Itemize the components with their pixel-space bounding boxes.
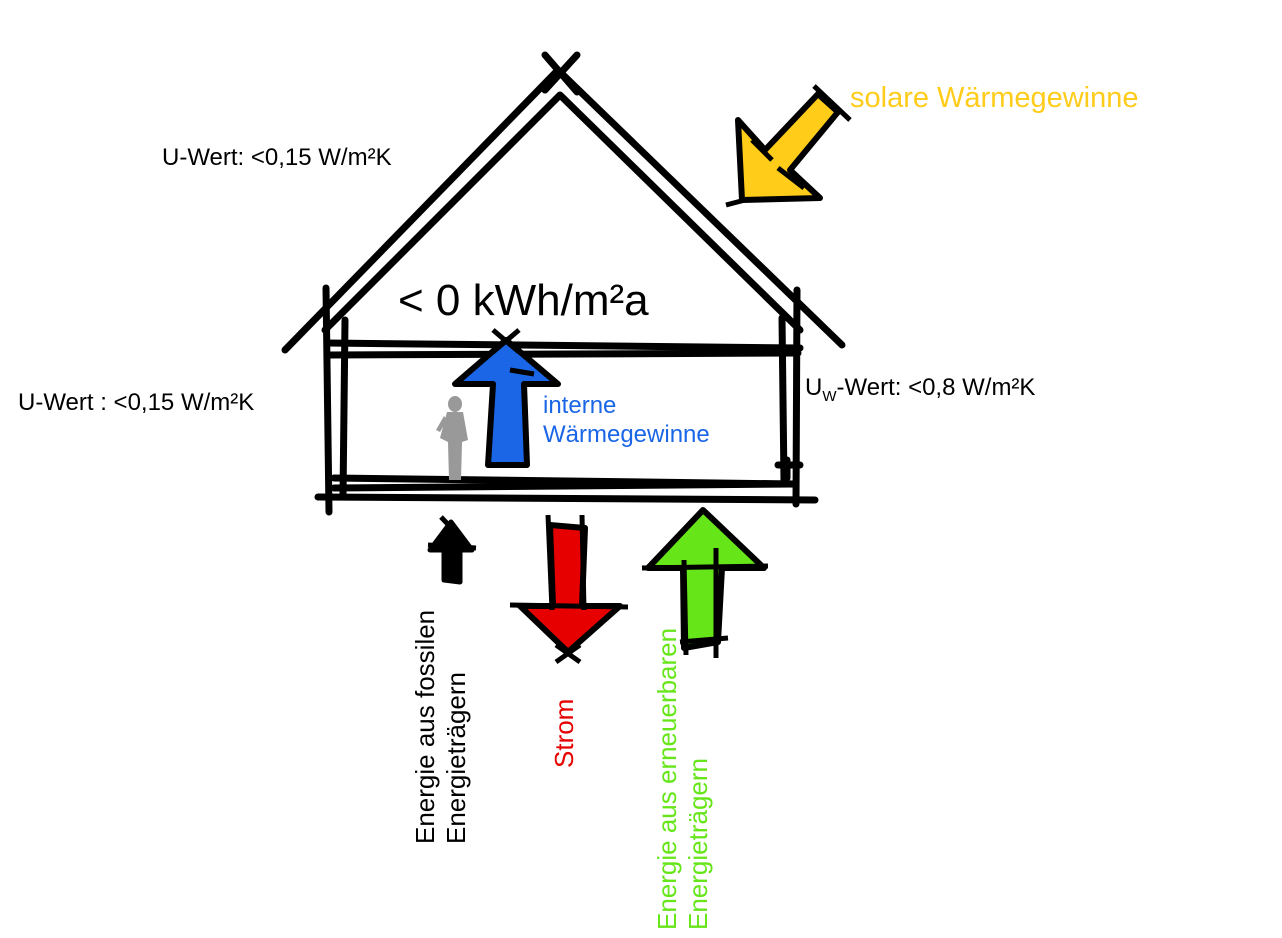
fossil-energy-label: Energie aus fossilen Energieträgern [410, 610, 471, 844]
energy-demand-label: < 0 kWh/m²a [398, 276, 649, 325]
fossil-label-line2: Energieträgern [440, 672, 471, 844]
internal-gains-arrow-icon [452, 328, 561, 468]
renewable-energy-arrow-icon [641, 507, 769, 658]
roof-u-value-label: U-Wert: <0,15 W/m²K [162, 144, 392, 171]
internal-gains-line1: interne [543, 392, 617, 419]
renewable-energy-label: Energie aus erneuerbaren Energieträgern [652, 628, 713, 930]
solar-gains-label: solare Wärmegewinne [850, 82, 1139, 114]
person-silhouette-icon [436, 396, 468, 480]
window-u-subscript: W [822, 387, 837, 405]
window-u-value-label: UW-Wert: <0,8 W/m²K [805, 374, 1035, 405]
electricity-arrow-icon [509, 514, 629, 665]
wall-u-value-label: U-Wert : <0,15 W/m²K [18, 389, 255, 416]
electricity-label: Strom [549, 699, 580, 768]
house-roof [281, 51, 846, 354]
renewable-label-line2: Energieträgern [682, 758, 713, 930]
internal-gains-line2: Wärmegewinne [543, 420, 710, 448]
internal-gains-label: interne Wärmegewinne [543, 392, 710, 450]
electricity-label-text: Strom [549, 698, 579, 768]
fossil-energy-arrow-icon [427, 515, 477, 585]
window-u-suffix: -Wert: <0,8 W/m²K [836, 374, 1036, 401]
renewable-label-line1: Energie aus erneuerbaren [652, 627, 682, 930]
house-walls [314, 284, 819, 516]
window-u-prefix: U [805, 374, 823, 401]
fossil-label-line1: Energie aus fossilen [410, 609, 440, 844]
solar-gains-arrow-icon [725, 84, 852, 208]
